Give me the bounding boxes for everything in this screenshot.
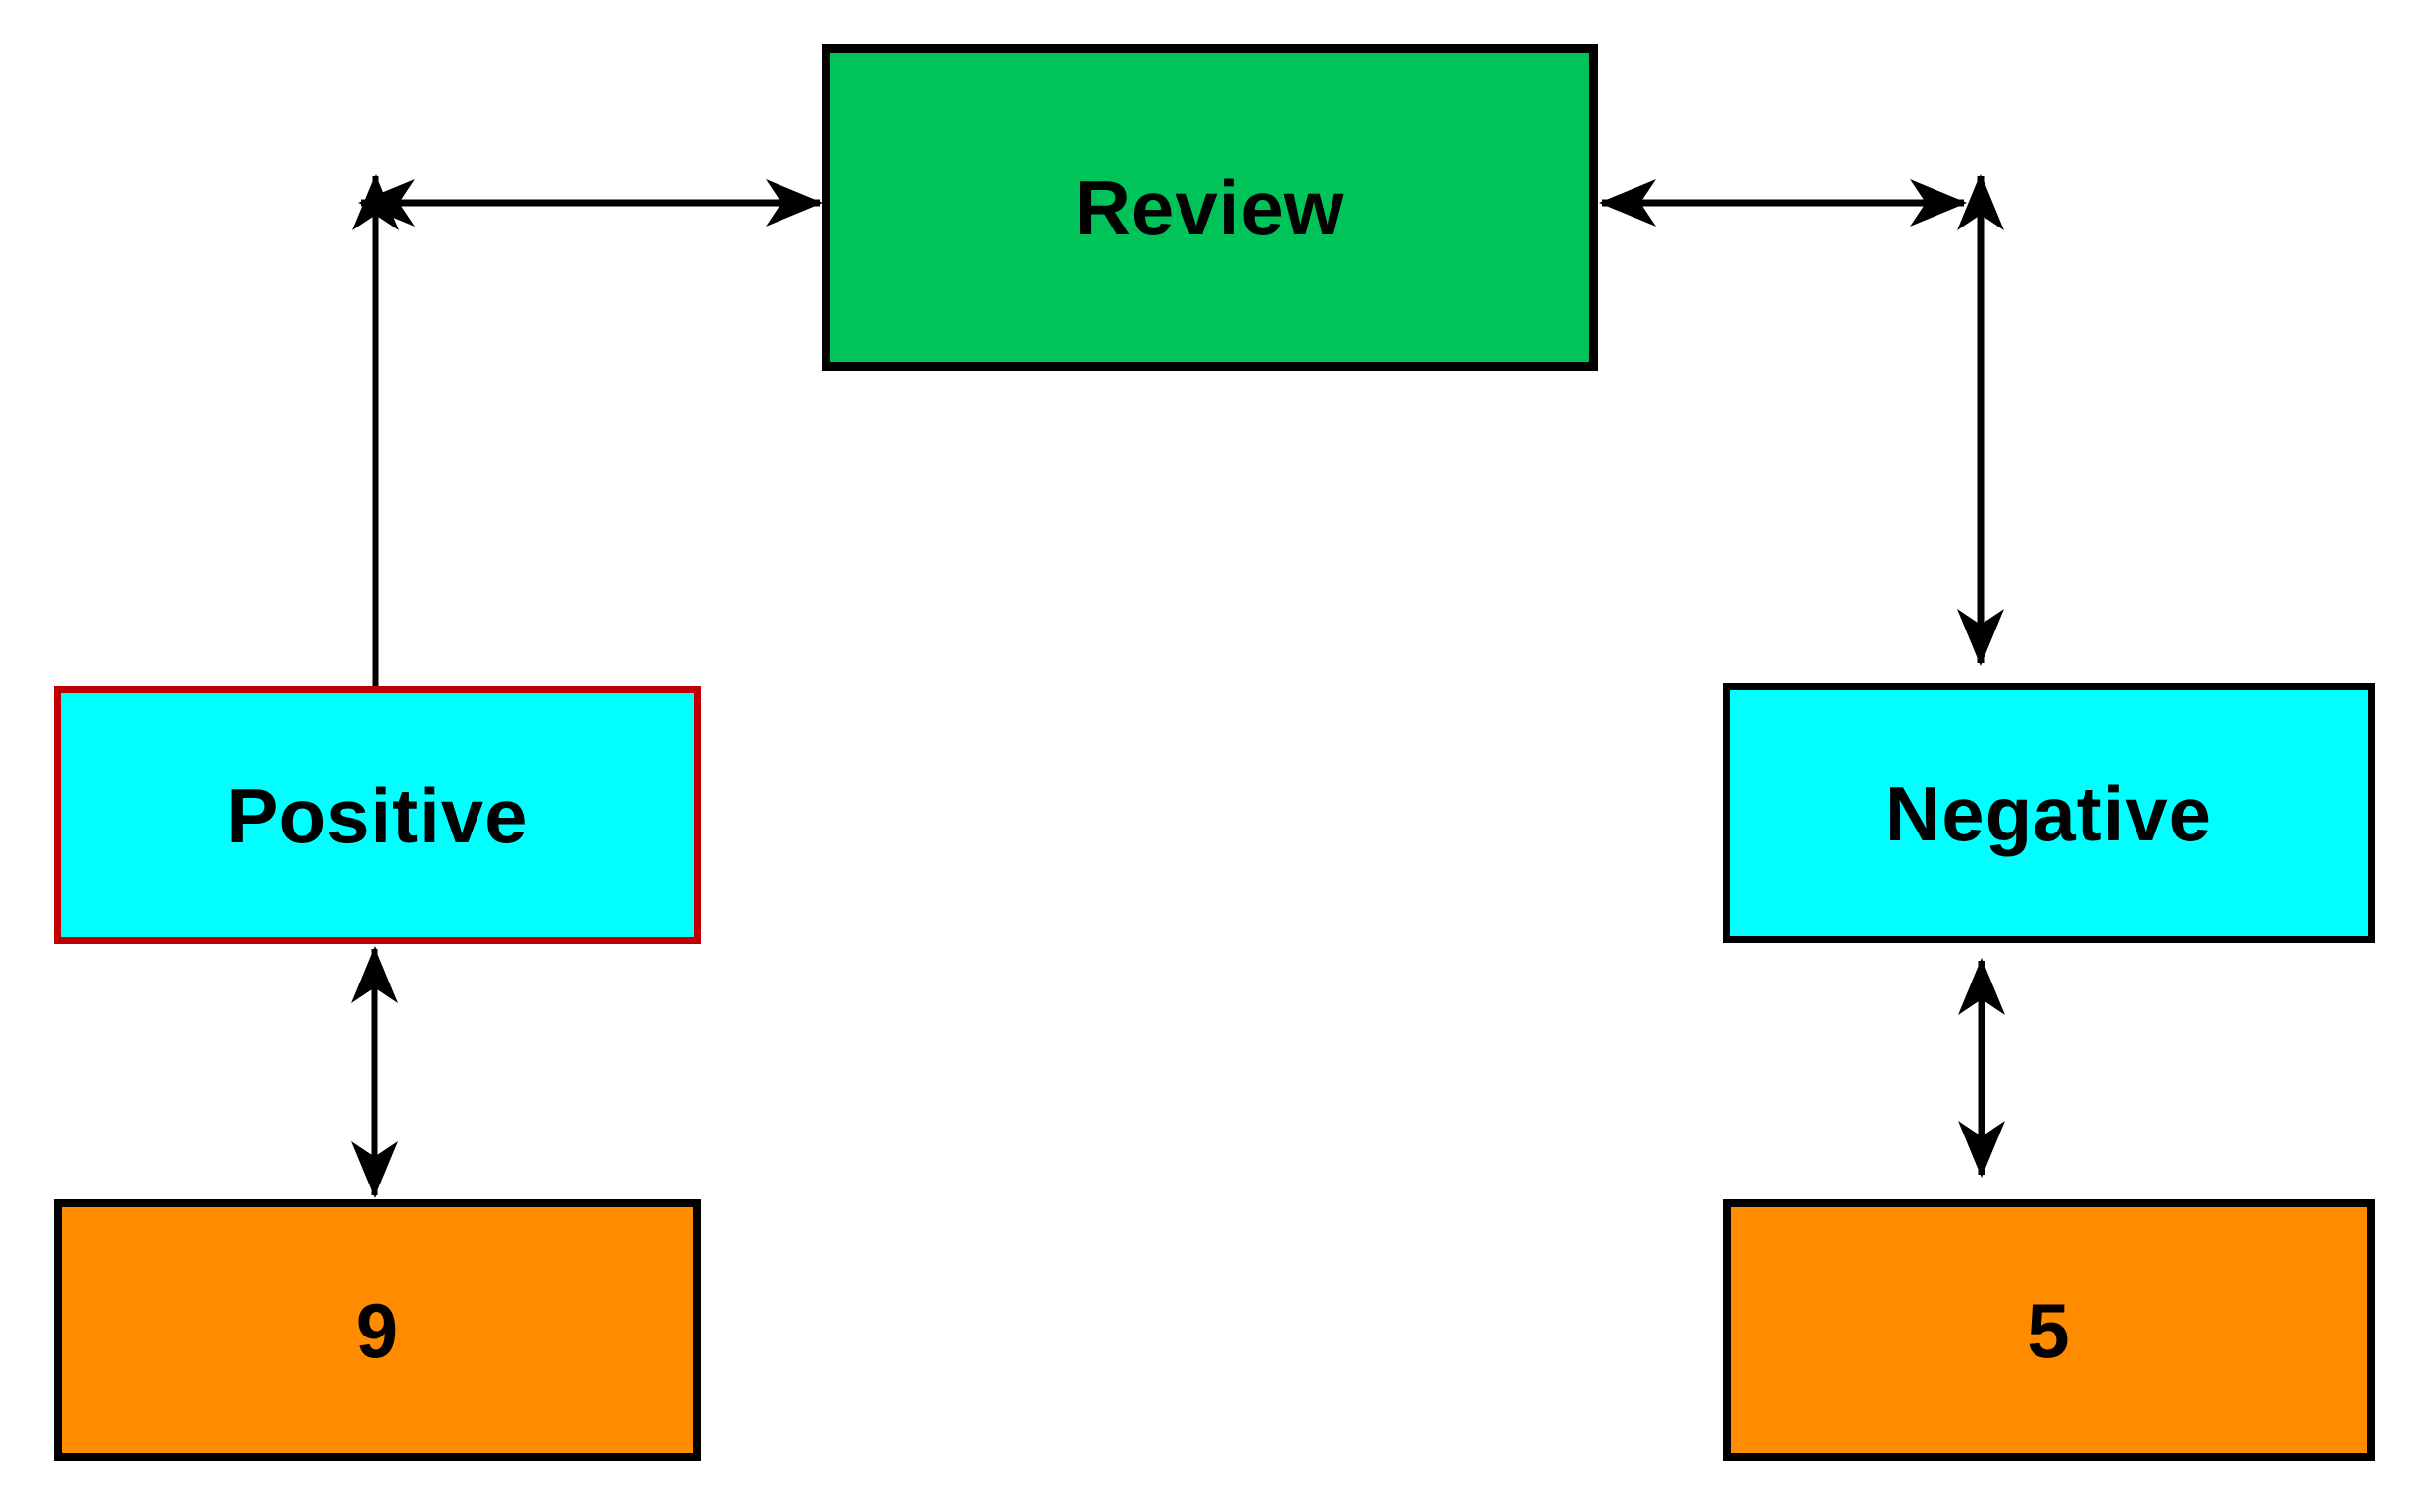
node-nine-label: 9 <box>355 1286 400 1374</box>
node-review[interactable]: Review <box>822 44 1598 371</box>
node-nine[interactable]: 9 <box>54 1199 701 1461</box>
edge-review-negative <box>1599 174 2004 666</box>
node-positive-label: Positive <box>226 772 528 859</box>
node-negative[interactable]: Negative <box>1723 683 2375 943</box>
edge-review-positive <box>352 174 823 754</box>
node-negative-label: Negative <box>1884 770 2213 857</box>
node-review-label: Review <box>1075 164 1345 251</box>
node-five[interactable]: 5 <box>1723 1199 2375 1461</box>
node-five-label: 5 <box>2027 1286 2071 1374</box>
node-positive[interactable]: Positive <box>54 686 701 944</box>
